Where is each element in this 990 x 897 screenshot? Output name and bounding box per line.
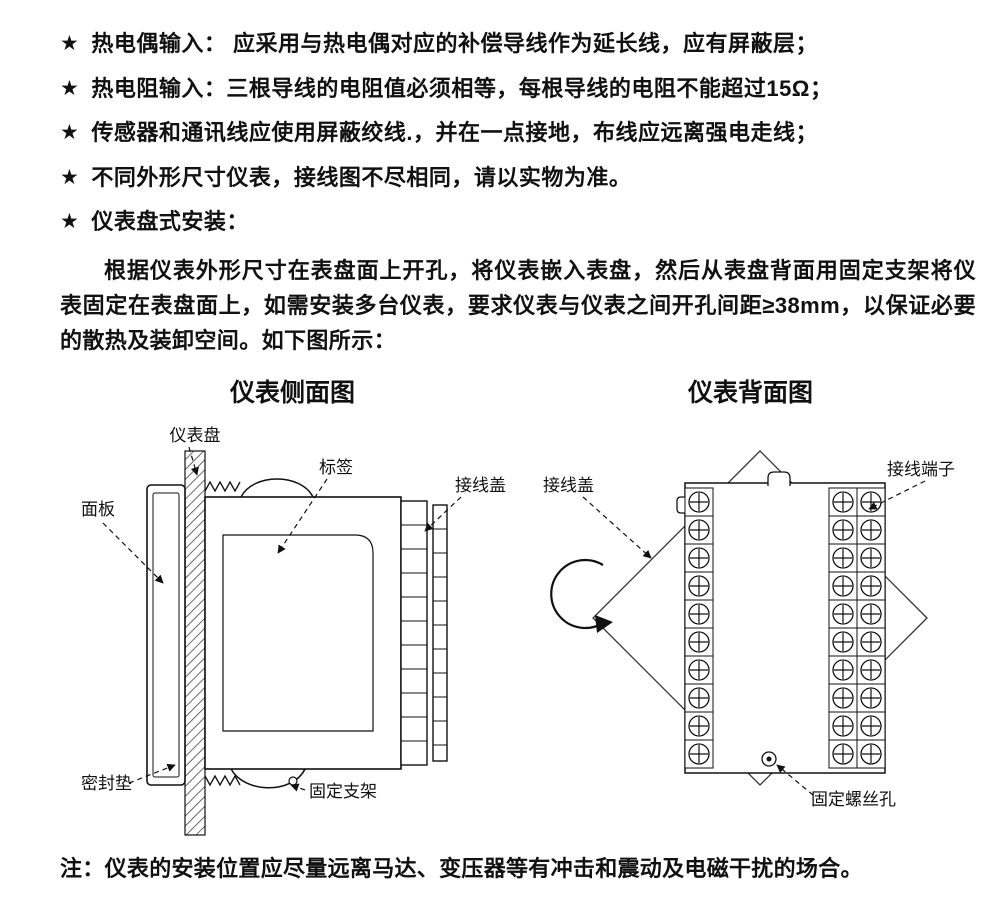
label-area [221, 533, 374, 732]
front-panel [145, 483, 186, 786]
terminal-screws-right [828, 486, 886, 769]
terminal-cover-strip [431, 503, 448, 762]
screw-hole-label: 固定螺丝孔 [811, 790, 896, 809]
star-bullet-icon: ★ [60, 32, 80, 55]
terminal-cover-label: 接线盖 [543, 476, 594, 495]
leader-line [582, 496, 652, 559]
tag-label: 标签 [319, 458, 353, 477]
back-view-title: 仪表背面图 [687, 377, 813, 407]
leader-line [276, 478, 328, 554]
back-view-figure: 仪表背面图 [525, 373, 976, 843]
side-view-diagram: 仪表盘 面板 标签 接线盖 密封垫 固定支架 [81, 426, 506, 836]
side-view-title: 仪表侧面图 [229, 377, 355, 407]
star-bullet-icon: ★ [60, 210, 80, 234]
mounting-screw-thread-bottom [203, 774, 241, 786]
star-bullet-icon: ★ [60, 121, 80, 145]
bullet-text: 热电阻输入：三根导线的电阻值必须相等，每根导线的电阻不能超过15Ω； [91, 75, 833, 101]
star-bullet-icon: ★ [60, 76, 80, 100]
terminal-cover-label: 接线盖 [455, 476, 506, 495]
installation-paragraph: 根据仪表外形尺寸在表盘面上开孔，将仪表嵌入表盘，然后从表盘背面用固定支架将仪表固… [60, 257, 976, 354]
mounting-tab [767, 470, 791, 486]
instrument-body [203, 495, 402, 770]
bullet-text: 传感器和通讯线应使用屏蔽绞线.，并在一点接地，布线应远离强电走线； [91, 120, 818, 146]
seal-gasket-label: 密封垫 [81, 774, 132, 793]
side-view-figure: 仪表侧面图 [60, 373, 525, 843]
panel-board-label: 仪表盘 [169, 426, 220, 445]
front-panel-label: 面板 [81, 500, 115, 519]
terminal-screws-left [684, 486, 714, 769]
panel-board-wall [183, 449, 206, 836]
bracket-screw [287, 775, 298, 786]
installation-note: 注：仪表的安装位置应尽量远离马达、变压器等有冲击和震动及电磁干扰的场合。 [60, 855, 863, 881]
rotation-arrow-icon [550, 558, 604, 629]
bullet-list: ★ 热电偶输入： 应采用与热电偶对应的补偿导线作为延长线，应有屏蔽层； ★ 热电… [60, 30, 976, 237]
front-panel-inner [152, 492, 179, 778]
terminal-block-label: 接线端子 [887, 460, 955, 479]
bullet-text: 仪表盘式安装： [91, 209, 249, 235]
bullet-item: ★ 传感器和通讯线应使用屏蔽绞线.，并在一点接地，布线应远离强电走线； [60, 119, 976, 148]
figures-row: 仪表侧面图 [60, 373, 976, 843]
leader-line [289, 783, 305, 792]
fixing-bracket-top [239, 477, 314, 497]
terminal-strip [399, 499, 428, 766]
fixing-screw-hole-dot [766, 756, 772, 762]
bullet-text: 热电偶输入： 应采用与热电偶对应的补偿导线作为延长线，应有屏蔽层； [91, 31, 818, 56]
leader-line [776, 763, 814, 795]
side-notch [676, 495, 685, 514]
bullet-item: ★ 不同外形尺寸仪表，接线图不尽相同，请以实物为准。 [60, 164, 976, 193]
back-view-diagram: 接线盖 接线端子 固定螺丝孔 [543, 449, 955, 809]
terminal-strip-rungs [400, 524, 427, 742]
leader-line [868, 479, 926, 510]
mounting-screw-thread-top [203, 480, 241, 492]
terminal-cover-rungs [432, 528, 447, 746]
bullet-text: 不同外形尺寸仪表，接线图不尽相同，请以实物为准。 [91, 164, 632, 190]
fixing-bracket-bottom [229, 768, 306, 788]
star-bullet-icon: ★ [60, 165, 80, 189]
bullet-item: ★ 热电偶输入： 应采用与热电偶对应的补偿导线作为延长线，应有屏蔽层； [60, 30, 976, 59]
leader-line [187, 446, 199, 476]
bullet-item: ★ 仪表盘式安装： [60, 208, 976, 237]
bullet-item: ★ 热电阻输入：三根导线的电阻值必须相等，每根导线的电阻不能超过15Ω； [60, 75, 976, 104]
rotation-arrowhead-icon [595, 614, 613, 633]
fixing-bracket-label: 固定支架 [309, 782, 377, 801]
